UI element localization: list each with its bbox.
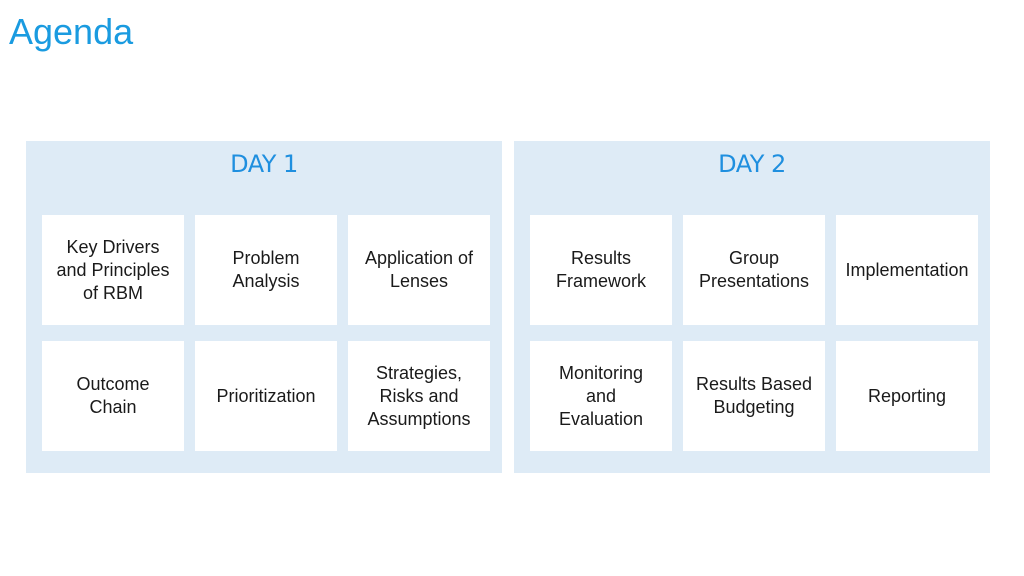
agenda-item-results-framework: Results Framework — [530, 215, 672, 325]
agenda-item-problem-analysis: Problem Analysis — [195, 215, 337, 325]
day-2-heading: DAY 2 — [718, 150, 786, 178]
agenda-item-group-presentations: Group Presentations — [683, 215, 825, 325]
agenda-item-outcome-chain: Outcome Chain — [42, 341, 184, 451]
agenda-item-reporting: Reporting — [836, 341, 978, 451]
agenda-item-application-of-lenses: Application of Lenses — [348, 215, 490, 325]
day-1-panel: DAY 1 Key Drivers and Principles of RBM … — [26, 141, 502, 473]
agenda-item-prioritization: Prioritization — [195, 341, 337, 451]
page-title: Agenda — [9, 11, 134, 52]
agenda-item-monitoring-evaluation: Monitoring and Evaluation — [530, 341, 672, 451]
agenda-item-key-drivers: Key Drivers and Principles of RBM — [42, 215, 184, 325]
agenda-item-strategies-risks-assumptions: Strategies, Risks and Assumptions — [348, 341, 490, 451]
agenda-item-implementation: Implementation — [836, 215, 978, 325]
agenda-item-results-based-budgeting: Results Based Budgeting — [683, 341, 825, 451]
day-1-heading: DAY 1 — [230, 150, 298, 178]
day-2-panel: DAY 2 Results Framework Group Presentati… — [514, 141, 990, 473]
